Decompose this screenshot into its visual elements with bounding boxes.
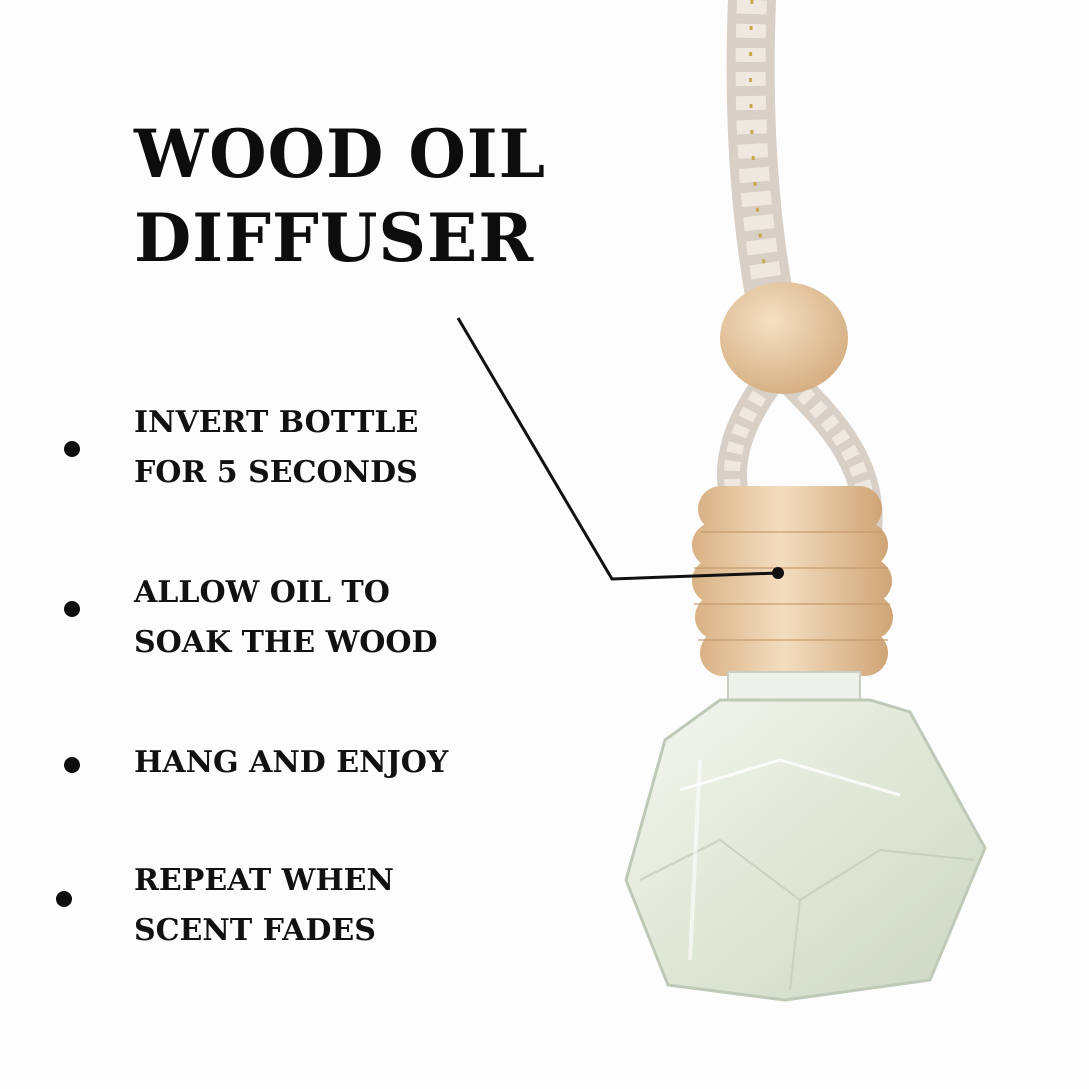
step-4-line-1: REPEAT WHEN: [134, 863, 394, 898]
page-title: WOOD OIL DIFFUSER: [134, 112, 546, 280]
step-2-line-1: ALLOW OIL TO: [134, 575, 390, 610]
step-1-line-2: FOR 5 SECONDS: [134, 455, 418, 490]
wooden-bead: [720, 282, 848, 394]
bullet-dot: [56, 891, 72, 907]
wooden-cap: [692, 486, 893, 676]
title-line-2: DIFFUSER: [134, 199, 535, 277]
bullet-dot: [64, 601, 80, 617]
bullet-dot: [64, 441, 80, 457]
step-4: REPEAT WHEN SCENT FADES: [134, 856, 394, 956]
hanging-cord: [717, 0, 883, 560]
step-4-line-2: SCENT FADES: [134, 913, 376, 948]
step-2-line-2: SOAK THE WOOD: [134, 625, 438, 660]
glass-bottle: [624, 671, 987, 1002]
step-2: ALLOW OIL TO SOAK THE WOOD: [134, 568, 438, 668]
bullet-dot: [64, 757, 80, 773]
step-3: HANG AND ENJOY: [134, 738, 448, 788]
title-line-1: WOOD OIL: [134, 115, 547, 193]
step-3-line-1: HANG AND ENJOY: [134, 745, 449, 780]
step-1-line-1: INVERT BOTTLE: [134, 405, 419, 440]
pointer-line: [456, 317, 784, 581]
step-1: INVERT BOTTLE FOR 5 SECONDS: [134, 398, 418, 498]
